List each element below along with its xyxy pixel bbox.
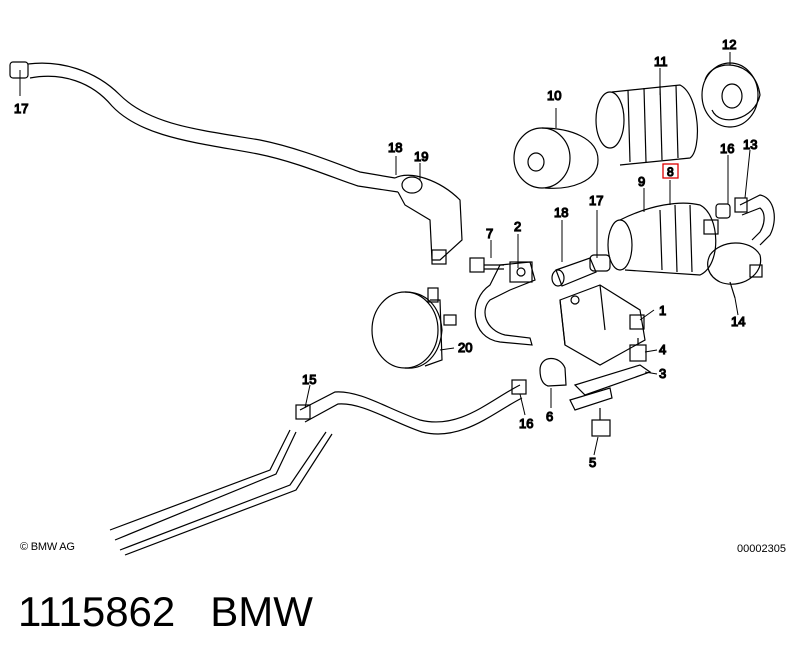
bolt-7: [469, 257, 504, 273]
canister-20: [371, 287, 457, 369]
callout-17b: 17: [589, 193, 603, 208]
hose-18: [551, 257, 597, 287]
hose-13: [734, 194, 775, 246]
part-number: 1115862: [18, 588, 176, 635]
callout-19: 19: [414, 149, 428, 164]
clamp-16-top: [715, 203, 731, 219]
clip-6: [539, 357, 567, 387]
mounting-bracket-1: [559, 284, 646, 366]
callout-1: 1: [659, 303, 666, 318]
callout-5: 5: [589, 455, 596, 470]
callout-20: 20: [458, 340, 472, 355]
callout-10: 10: [547, 88, 561, 103]
cap-12: [701, 62, 761, 128]
callout-8: 8: [667, 165, 674, 179]
callout-7: 7: [486, 226, 493, 241]
callout-16b: 16: [519, 416, 533, 431]
bellows-11: [595, 84, 699, 166]
copyright-label: © BMW AG: [20, 541, 75, 553]
callout-4: 4: [659, 342, 666, 357]
callout-9: 9: [638, 174, 645, 189]
callout-15: 15: [302, 372, 316, 387]
diagram-code: 00002305: [737, 543, 786, 555]
callout-6: 6: [546, 409, 553, 424]
hose-clamp-icon: [9, 61, 29, 79]
rubber-mount-5: [591, 408, 611, 437]
leader-lines: [19, 52, 751, 456]
callout-16a: 16: [720, 141, 734, 156]
highlight-box-8: [662, 163, 679, 179]
rubber-mount-4: [629, 338, 647, 362]
callout-17a: 17: [14, 101, 28, 116]
callout-3: 3: [659, 366, 666, 381]
plate-3: [569, 364, 652, 411]
callout-12: 12: [722, 37, 736, 52]
callout-11: 11: [654, 54, 668, 69]
valve-14: [707, 242, 763, 299]
end-cap-10: [513, 127, 599, 189]
bracket-2: [474, 261, 536, 346]
callout-18b: 18: [554, 205, 568, 220]
parts-diagram: 17 18 19 7 2 18 17 10 11 12 9 8 16 13 1 …: [9, 36, 775, 556]
elbow-hose-19: [394, 174, 463, 265]
callout-13: 13: [743, 137, 757, 152]
upper-vent-hose: [9, 61, 399, 193]
fuel-lines: [109, 429, 333, 556]
part-caption: 1115862 BMW: [18, 588, 313, 636]
callout-2: 2: [514, 219, 521, 234]
brand-name: BMW: [210, 588, 313, 635]
callout-18a: 18: [388, 140, 402, 155]
callout-14: 14: [731, 314, 745, 329]
lower-hose-15: [295, 379, 527, 435]
hose-clamp-17: [589, 254, 611, 272]
filter-9: [607, 202, 719, 276]
